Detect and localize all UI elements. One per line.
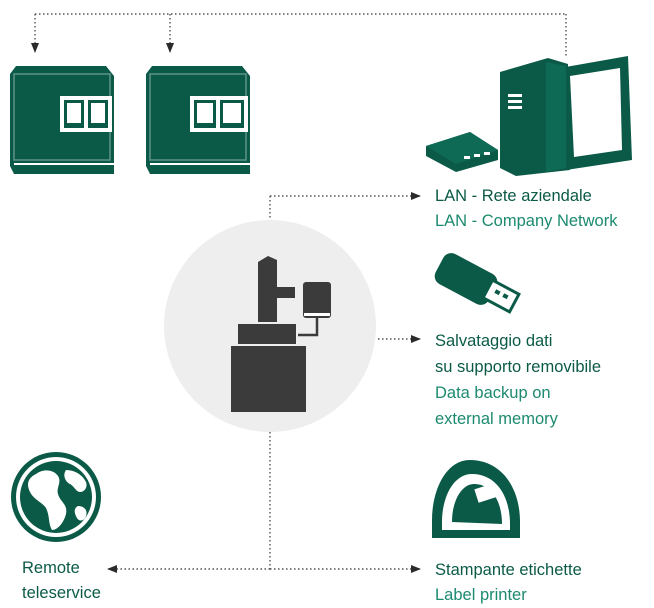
usb-drive-icon [434,253,521,314]
globe-icon [11,452,101,542]
top-connector-lines [31,13,567,58]
printer-label-it: Stampante etichette [435,561,582,579]
usb-label-en-line1: Data backup on [435,384,551,402]
remote-label-line1: Remote [22,559,80,577]
printer-label-en: Label printer [435,586,527,604]
usb-label-it-line1: Salvataggio dati [435,332,553,350]
control-cabinet-icon [146,66,250,174]
lan-label-it: LAN - Rete aziendale [435,187,592,205]
hub-connector-lines [107,192,421,573]
remote-label-line2: teleservice [22,584,101,602]
usb-label-en-line2: external memory [435,410,558,428]
lan-label-en: LAN - Company Network [435,212,618,230]
label-printer-icon [432,460,520,538]
measuring-station-icon [231,256,331,412]
computer-icon [426,56,632,176]
control-cabinet-icon [10,66,114,174]
usb-label-it-line2: su supporto removibile [435,358,601,376]
